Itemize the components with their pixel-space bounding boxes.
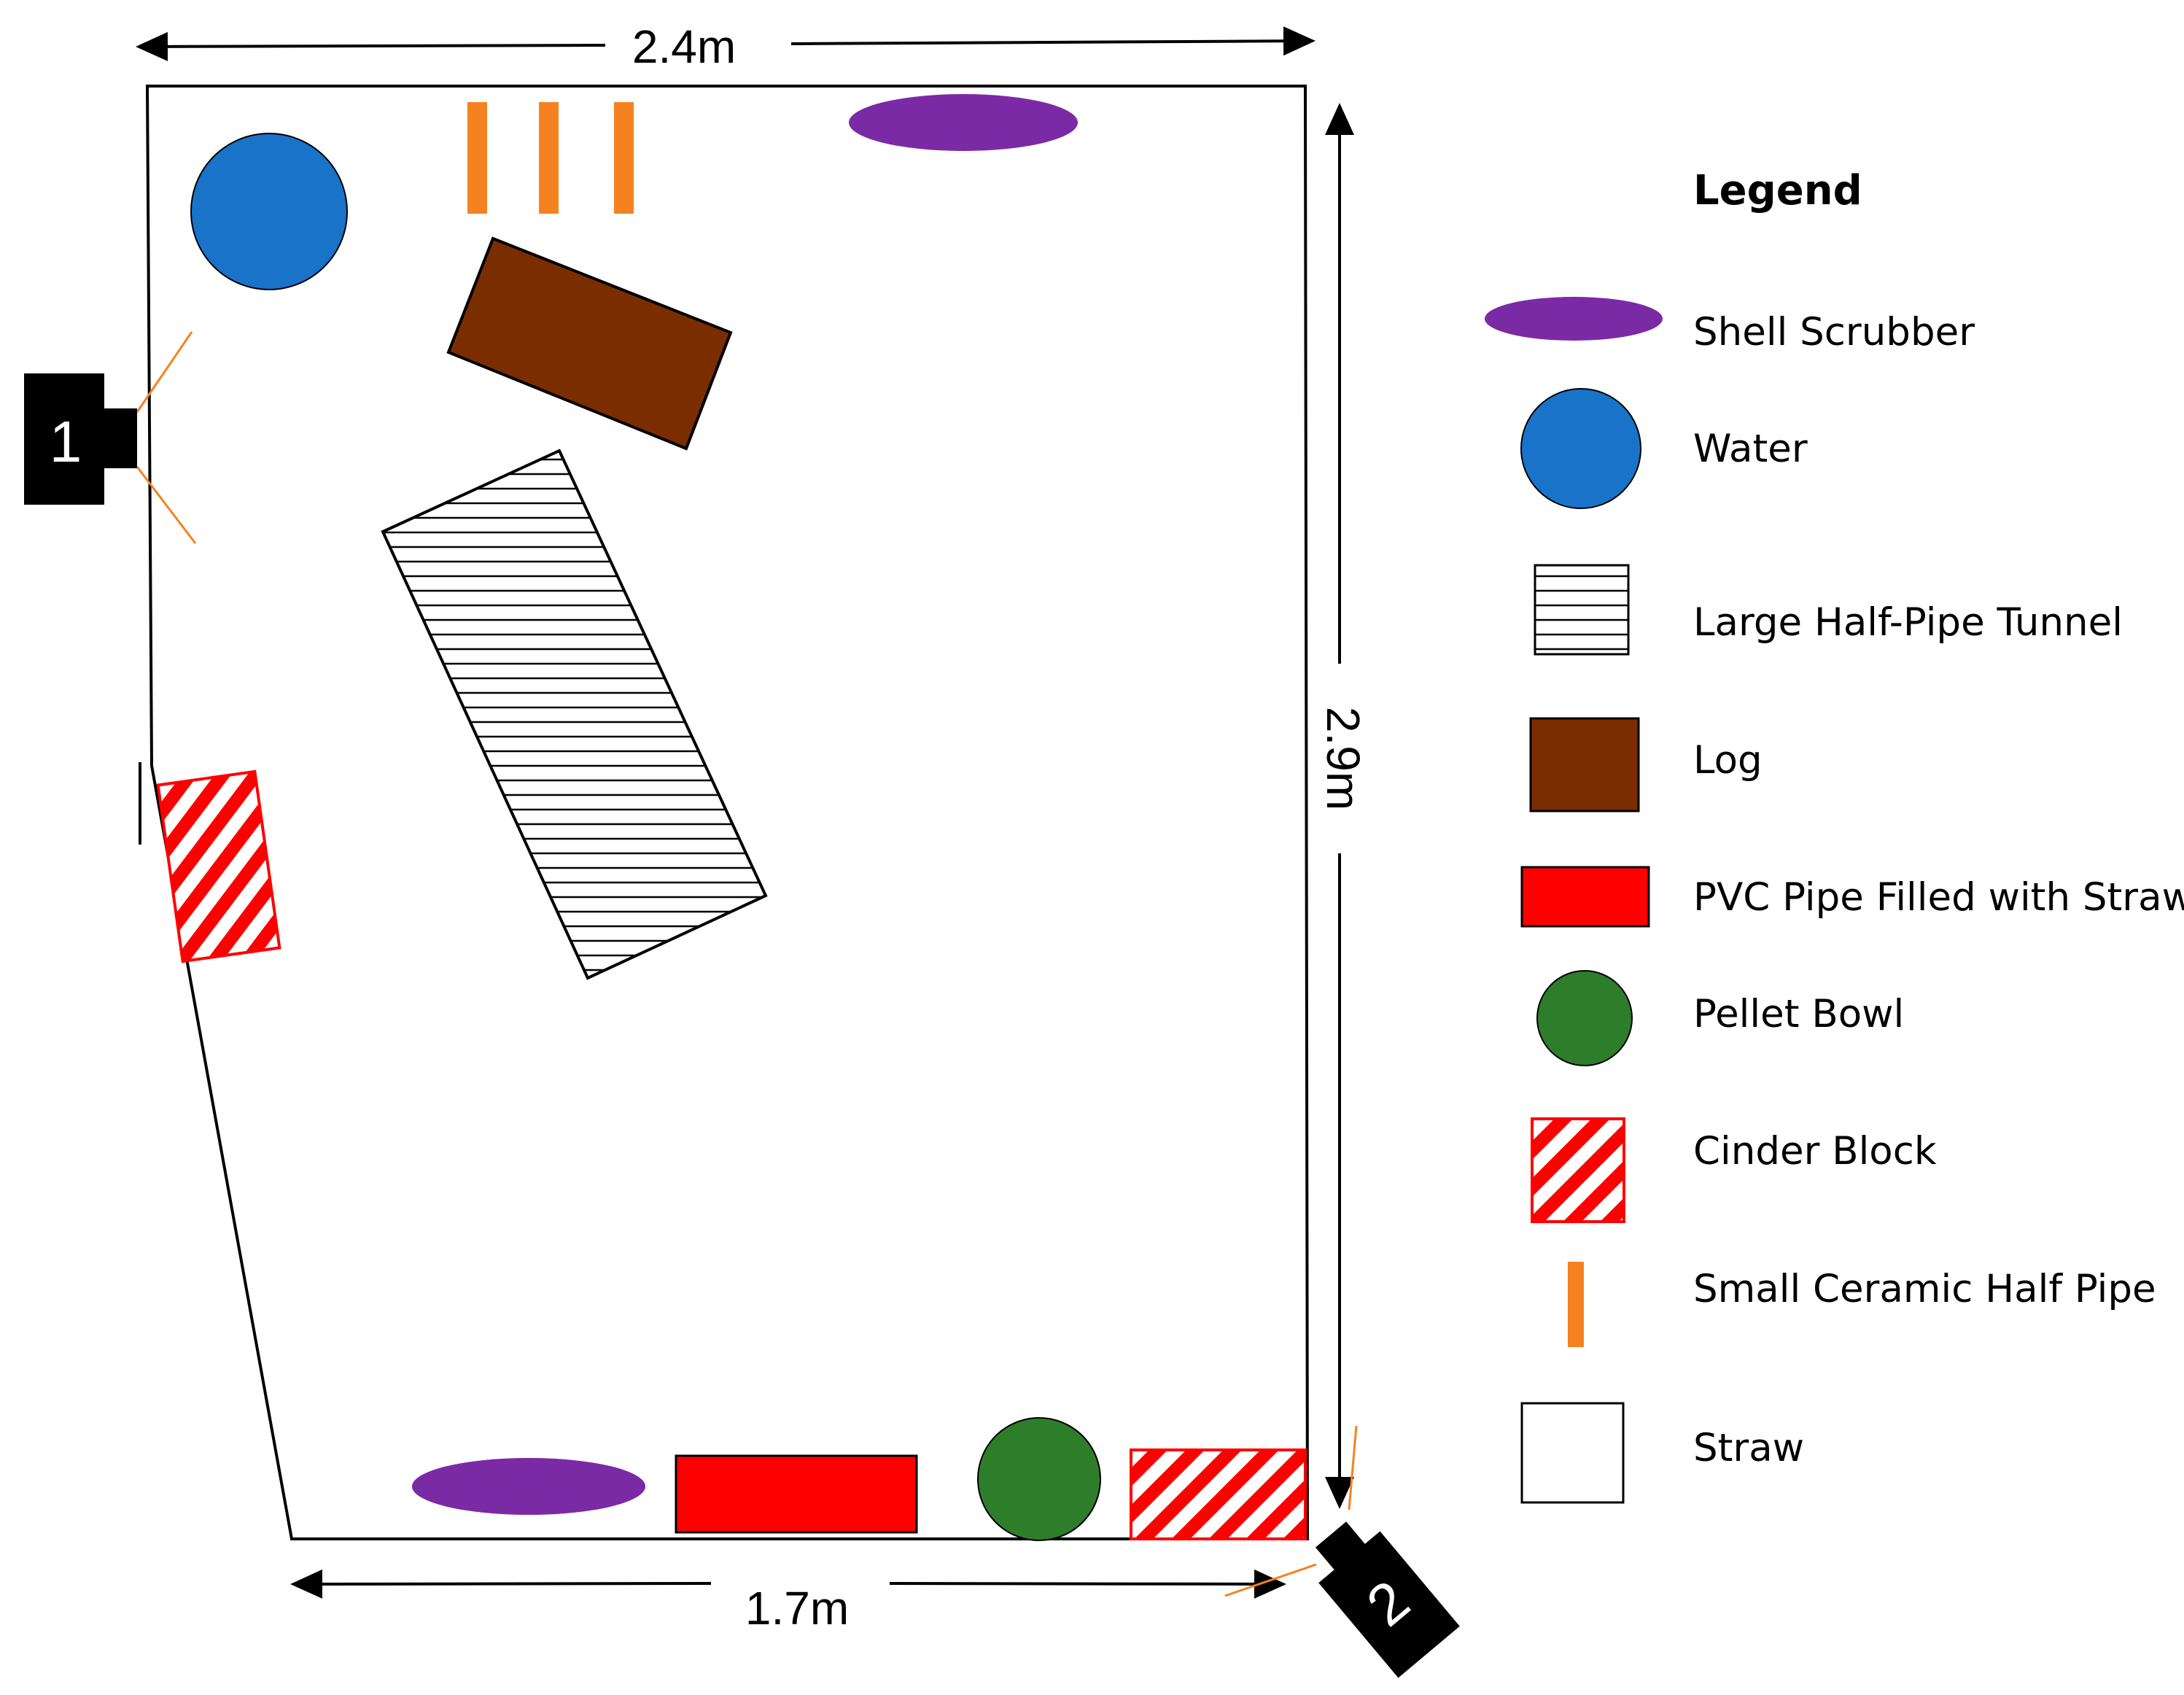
camera-2: 2 [1224, 1425, 1460, 1678]
legend-water-label: Water [1693, 427, 1808, 471]
camera-1-label: 1 [50, 409, 82, 474]
legend-pellet-bowl-label: Pellet Bowl [1693, 992, 1904, 1036]
cinder-block-bottom [1130, 1448, 1307, 1540]
water-dish [190, 133, 348, 290]
camera-2-body [1318, 1531, 1460, 1678]
legend-pvc-pipe-swatch [1520, 866, 1650, 928]
camera-1-view-line [136, 466, 197, 544]
pvc-pipe [675, 1454, 918, 1534]
legend-cinder-block-label: Cinder Block [1693, 1129, 1937, 1174]
legend-water-swatch [1520, 388, 1641, 509]
legend-cinder-block-swatch [1531, 1117, 1625, 1223]
legend-log-label: Log [1693, 738, 1763, 783]
legend: Legend Shell Scrubber Water Large Half-P… [1485, 167, 2184, 1504]
legend-shell-scrubber-swatch [1485, 297, 1663, 341]
right-dimension: 2.9m [1317, 103, 1369, 1509]
ceramic-half-pipes [467, 102, 634, 214]
shell-scrubber-top [849, 94, 1078, 151]
ceramic-half-pipe [539, 102, 559, 214]
legend-straw-label: Straw [1693, 1426, 1804, 1470]
cinder-block-left [156, 769, 281, 963]
bottom-dimension: 1.7m [290, 1569, 1286, 1634]
enclosure-outline [145, 85, 1310, 1540]
camera-1: 1 [24, 331, 197, 544]
log [446, 236, 733, 451]
legend-half-pipe-tunnel-label: Large Half-Pipe Tunnel [1693, 600, 2123, 645]
ceramic-half-pipe [614, 102, 634, 214]
camera-1-view-line [136, 331, 193, 413]
legend-pvc-pipe-label: PVC Pipe Filled with Straw [1693, 875, 2184, 920]
top-dimension: 2.4m [136, 20, 1316, 73]
legend-log-swatch [1529, 717, 1640, 812]
camera-2-lens [1315, 1521, 1369, 1575]
shell-scrubber-bottom [412, 1458, 645, 1515]
ceramic-half-pipe [467, 102, 487, 214]
bottom-width-label: 1.7m [745, 1582, 849, 1634]
camera-1-body [24, 373, 104, 505]
legend-shell-scrubber-label: Shell Scrubber [1693, 310, 1975, 354]
top-width-label: 2.4m [632, 20, 736, 73]
legend-straw-swatch [1520, 1402, 1625, 1504]
legend-pellet-bowl-swatch [1536, 970, 1633, 1066]
right-height-label: 2.9m [1317, 707, 1369, 810]
half-pipe-tunnel [381, 449, 768, 980]
camera-2-view-line [1348, 1425, 1358, 1510]
legend-ceramic-half-pipe-label: Small Ceramic Half Pipe [1693, 1267, 2156, 1311]
legend-ceramic-half-pipe-swatch [1568, 1262, 1584, 1347]
camera-1-lens [102, 408, 137, 468]
camera-2-view-line [1224, 1563, 1317, 1597]
legend-title: Legend [1693, 167, 1862, 214]
pellet-bowl [977, 1417, 1101, 1541]
legend-half-pipe-tunnel-swatch [1534, 564, 1630, 656]
